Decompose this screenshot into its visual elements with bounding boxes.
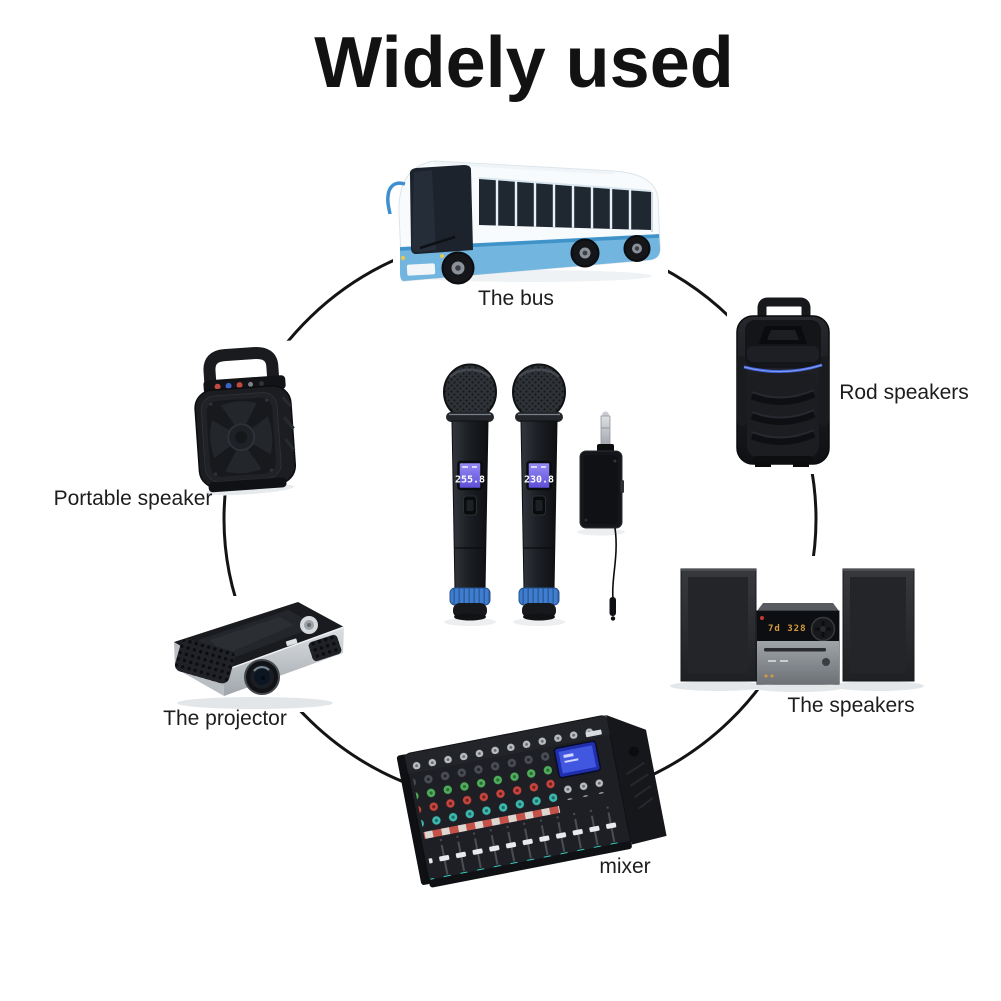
label-the-projector: The projector [163,707,287,730]
mic1-lcd-text: 255.8 [455,475,485,486]
label-the-speakers: The speakers [787,694,915,717]
stereo-disc-slot [764,648,826,652]
projector-illustration [150,596,352,712]
label-mixer: mixer [599,855,651,878]
mixer-knob-grid [411,746,559,831]
mixer-jack-row [409,721,600,771]
label-the-bus: The bus [478,287,554,310]
page-title: Widely used [314,23,734,103]
rod-speaker-handle [757,297,811,318]
bus-side-windows [479,178,651,230]
stereo-speakers-illustration: 7d 328 [670,556,924,692]
mixer-side-wedge [606,715,667,845]
mixer-illustration [396,714,667,888]
receiver-jack-plug [600,415,611,447]
receiver-volume-wheel [620,480,624,493]
portable-speaker-illustration [182,340,306,498]
wireless-microphones-illustration: 255.8 230.8 [428,358,646,630]
bus-mirror [386,181,406,215]
receiver-antenna-wire [611,527,617,599]
mixer-label-strip [423,805,561,840]
bus-illustration [386,152,668,288]
label-rod-speakers: Rod speakers [839,381,969,404]
rod-speaker-illustration [727,294,835,474]
mixer-faders [425,804,625,878]
receiver [577,411,625,621]
label-portable-speaker: Portable speaker [53,487,213,510]
stereo-display-text: 7d 328 [768,624,807,634]
mic2-lcd-text: 230.8 [524,475,554,486]
portable-speaker-handle [203,347,280,393]
